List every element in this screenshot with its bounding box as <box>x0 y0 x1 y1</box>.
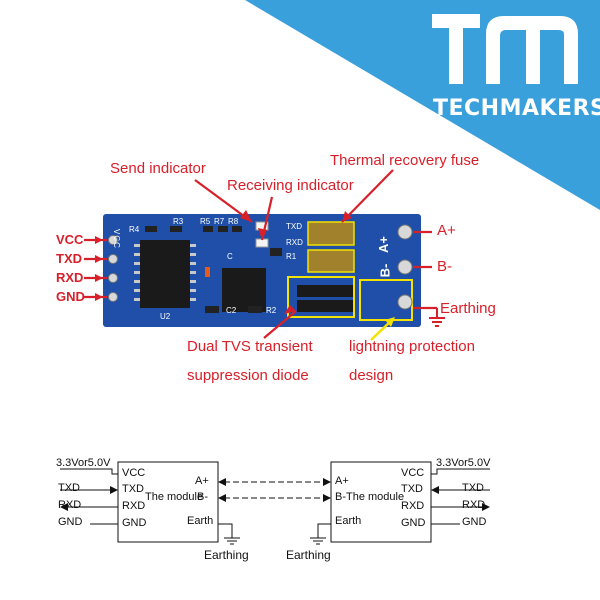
board-ref: C2 <box>226 306 237 315</box>
label-b-minus: B- <box>437 258 452 275</box>
board-silk-txd: TXD <box>286 222 302 231</box>
right-module-vcc: VCC <box>401 467 425 479</box>
label-thermal-fuse: Thermal recovery fuse <box>330 152 480 169</box>
left-module-a: A+ <box>195 475 209 487</box>
pad-a <box>397 224 413 240</box>
label-lightning-line1: lightning protection <box>349 338 475 355</box>
pad-b <box>397 259 413 275</box>
left-gnd-label: GND <box>58 516 83 528</box>
label-a-plus: A+ <box>437 222 456 239</box>
left-earthing-label: Earthing <box>204 548 249 562</box>
label-tvs-line2: suppression diode <box>187 367 309 384</box>
left-module-rxd: RXD <box>122 500 146 512</box>
left-supply-label: 3.3Vor5.0V <box>56 457 111 469</box>
board-ref: C <box>227 252 233 261</box>
right-rxd-label: RXD <box>462 499 486 511</box>
board-ref: U2 <box>160 312 171 321</box>
right-supply-label: 3.3Vor5.0V <box>436 457 491 469</box>
left-module-vcc: VCC <box>122 467 146 479</box>
board-ref: R5 <box>200 217 211 226</box>
label-tvs-line1: Dual TVS transient <box>187 338 313 355</box>
right-module-rxd: RXD <box>401 500 425 512</box>
logo-mark-icon <box>432 14 578 84</box>
right-module-a: A+ <box>335 475 349 487</box>
board-silk-rxd: RXD <box>286 238 303 247</box>
right-module-b: B- <box>335 491 346 503</box>
right-earthing-label: Earthing <box>286 548 331 562</box>
board-ref: R2 <box>266 306 277 315</box>
right-module-gnd: GND <box>401 517 426 529</box>
label-earthing: Earthing <box>440 300 496 317</box>
board-ref: R4 <box>129 225 140 234</box>
right-module-earth: Earth <box>335 515 362 527</box>
left-module-name: The module <box>145 491 204 503</box>
label-send-indicator: Send indicator <box>110 160 206 177</box>
logo-text: TECHMAKERS <box>433 96 600 121</box>
board-ref: R7 <box>214 217 225 226</box>
label-lightning-line2: design <box>349 367 394 384</box>
left-module-txd: TXD <box>122 483 144 495</box>
header-pins <box>108 235 118 302</box>
module-box-left <box>117 461 219 543</box>
module-box-right <box>330 461 432 543</box>
pin-label-rxd: RXD <box>56 270 84 285</box>
board-ref: R8 <box>228 217 239 226</box>
fuse-1 <box>307 221 355 246</box>
left-rxd-label: RXD <box>58 499 82 511</box>
left-module-b: B- <box>197 491 208 503</box>
tvs-highlight <box>287 276 355 318</box>
board-ref: R1 <box>286 252 297 261</box>
board-ref: R3 <box>173 217 184 226</box>
right-gnd-label: GND <box>462 516 487 528</box>
ic-u1 <box>140 240 190 308</box>
ic-u2 <box>222 268 266 312</box>
left-module-earth: Earth <box>187 515 214 527</box>
right-txd-label: TXD <box>462 482 484 494</box>
left-module-gnd: GND <box>122 517 147 529</box>
fuse-2 <box>307 249 355 273</box>
right-module-txd: TXD <box>401 483 423 495</box>
pin-label-vcc: VCC <box>56 232 84 247</box>
pin-label-gnd: GND <box>56 289 85 304</box>
left-txd-label: TXD <box>58 482 80 494</box>
pin-label-txd: TXD <box>56 251 82 266</box>
pad-earth <box>397 294 413 310</box>
label-receiving-indicator: Receiving indicator <box>227 177 354 194</box>
right-module-name: The module <box>346 491 405 503</box>
